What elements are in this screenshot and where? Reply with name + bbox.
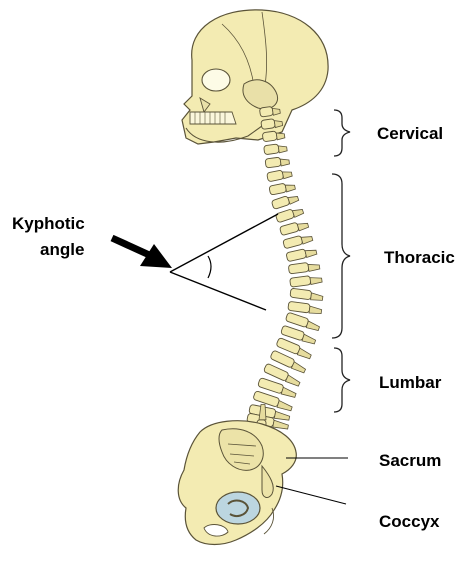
vertebral-body (253, 391, 280, 408)
vertebral-body (288, 301, 310, 313)
kyphotic-angle-marker (112, 214, 278, 310)
spinous-process (305, 248, 317, 257)
spinous-process (301, 235, 313, 244)
vertebra (267, 168, 293, 182)
coccyx-label: Coccyx (379, 512, 439, 532)
skull (182, 10, 328, 144)
coccyx-leader (276, 486, 346, 504)
pelvis (178, 421, 296, 545)
vertebra (275, 206, 304, 223)
spinous-process (311, 293, 324, 301)
vertebral-body (271, 196, 290, 210)
lumbar-bracket (334, 348, 350, 412)
angle-arc (208, 256, 211, 278)
vertebra (288, 261, 320, 274)
orbit (202, 69, 230, 91)
spinous-process (274, 411, 290, 421)
thoracic-label: Thoracic (384, 248, 455, 268)
vertebral-body (288, 262, 309, 274)
lumbar-label: Lumbar (379, 373, 441, 393)
spinous-process (302, 334, 316, 345)
thoracic-bracket (332, 174, 350, 338)
angle-label: angle (40, 240, 84, 260)
angle-line-upper (170, 214, 278, 272)
spinous-process (285, 375, 300, 387)
sacrum-label: Sacrum (379, 451, 441, 471)
spinous-process (291, 362, 306, 374)
spinous-process (277, 401, 293, 412)
spinous-process (297, 221, 309, 230)
vertebral-body (267, 170, 284, 182)
vertebra (265, 156, 290, 168)
spinous-process (309, 306, 322, 315)
vertebral-body (264, 144, 280, 155)
vertebral-body (281, 325, 305, 341)
vertebral-body (265, 157, 281, 168)
spinous-process (297, 348, 312, 359)
vertebra (279, 219, 308, 235)
vertebra (269, 181, 296, 195)
hip-socket (216, 492, 260, 524)
vertebral-body (276, 337, 301, 354)
spinous-process (292, 208, 304, 218)
vertebra (283, 233, 313, 249)
vertebra (290, 274, 323, 287)
spinous-process (310, 276, 322, 284)
vertebra (264, 143, 288, 155)
angle-line-lower (170, 272, 266, 310)
kyphotic-label: Kyphotic (12, 214, 85, 234)
vertebra (286, 246, 317, 261)
vertebral-body (285, 312, 309, 328)
vertebral-body (283, 235, 303, 248)
vertebra (271, 193, 299, 210)
spinous-process (276, 132, 285, 140)
spinous-process (278, 145, 287, 153)
spinous-process (282, 170, 292, 179)
teeth (190, 112, 236, 124)
region-brackets (332, 110, 350, 412)
vertebral-column (247, 105, 324, 447)
spinous-process (308, 263, 320, 271)
cervical-bracket (334, 110, 350, 156)
vertebral-body (270, 350, 295, 368)
vertebral-body (275, 209, 294, 223)
spinous-process (280, 158, 289, 166)
vertebral-body (259, 106, 273, 117)
vertebral-body (286, 249, 307, 262)
vertebral-body (261, 119, 276, 130)
vertebral-body (290, 288, 312, 300)
spinous-process (288, 195, 299, 205)
vertebra (290, 288, 324, 301)
vertebral-body (279, 222, 299, 235)
vertebral-body (258, 378, 284, 394)
vertebral-body (263, 363, 289, 381)
cervical-label: Cervical (377, 124, 443, 144)
vertebral-body (290, 276, 311, 288)
vertebral-body (262, 131, 277, 142)
spinous-process (285, 183, 295, 192)
vertebra (288, 301, 322, 314)
vertebral-body (269, 183, 287, 195)
spinous-process (281, 387, 296, 398)
spinous-process (306, 321, 320, 332)
